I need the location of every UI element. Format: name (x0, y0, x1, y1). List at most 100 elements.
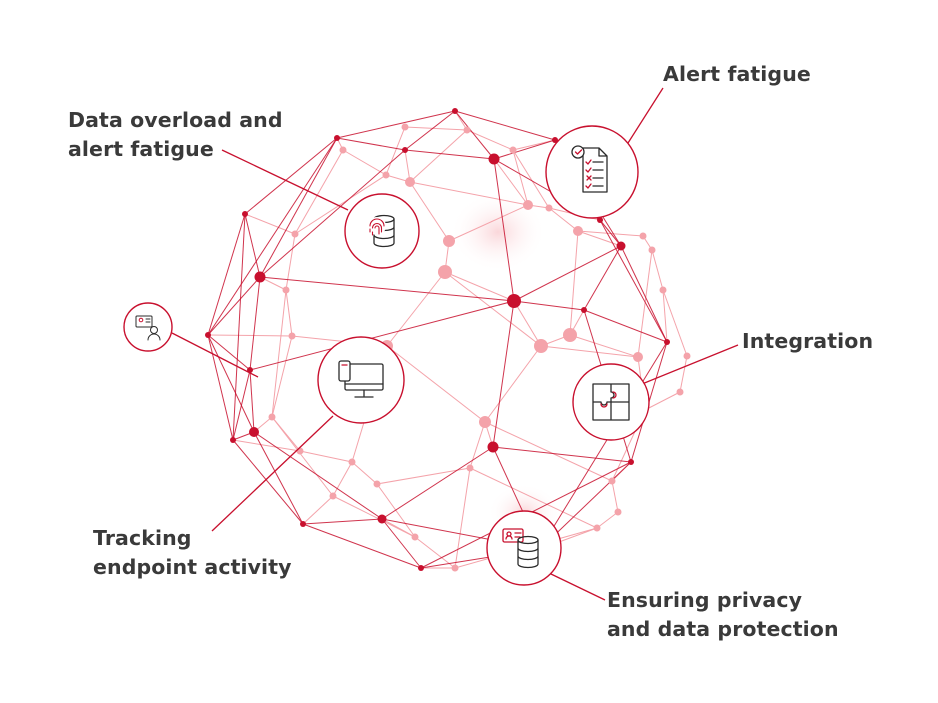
callout-leader-line (627, 87, 664, 144)
network-back-edge (302, 495, 334, 525)
network-front-edge (232, 439, 304, 525)
network-back-node (648, 246, 656, 254)
network-back-edge (285, 233, 296, 291)
network-back-node (608, 477, 616, 485)
callout-leader-line (550, 573, 606, 601)
network-front-node (628, 459, 634, 465)
network-back-edge (299, 450, 353, 463)
network-back-node (545, 204, 553, 212)
network-back-node (523, 200, 533, 210)
callout-icon-circles (123, 125, 650, 586)
network-front-edge (336, 137, 406, 151)
callout-label-privacy: Ensuring privacy and data protection (607, 588, 839, 641)
network-back-node (573, 226, 583, 236)
network-back-edge (493, 158, 529, 206)
network-front-node (507, 294, 521, 308)
network-front-node (300, 521, 306, 527)
network-back-node (268, 413, 276, 421)
callout-label-data-overload: Data overload and alert fatigue (68, 108, 283, 161)
network-back-node (443, 235, 455, 247)
callout-leader-line (221, 149, 349, 211)
callout-leader-line (641, 344, 739, 385)
network-back-edge (469, 421, 486, 469)
network-front-edge (249, 300, 515, 371)
network-front-edge (599, 219, 622, 247)
network-back-edge (409, 181, 529, 206)
network-back-edge (662, 289, 688, 357)
network-front-edge (404, 110, 456, 151)
network-back-edge (644, 391, 681, 411)
network-back-edge (540, 345, 639, 358)
network-back-node (509, 146, 517, 154)
network-back-edge (232, 439, 301, 452)
network-back-node (411, 533, 419, 541)
network-front-edge (492, 300, 515, 448)
fingerprint-database-icon (344, 193, 420, 269)
network-front-edge (249, 276, 261, 371)
network-back-edge (637, 249, 653, 358)
network-front-node (552, 137, 558, 143)
network-back-edge (513, 300, 542, 347)
network-front-node (205, 332, 211, 338)
network-back-node (639, 232, 647, 240)
network-back-edge (404, 149, 411, 183)
network-back-node (296, 447, 304, 455)
network-front-node (664, 339, 670, 345)
network-back-edge (332, 495, 416, 538)
network-back-edge (469, 467, 598, 529)
network-back-edge (596, 511, 619, 529)
network-back-node (382, 171, 390, 179)
network-back-node (463, 126, 471, 134)
network-back-edge (294, 149, 344, 235)
network-front-node (597, 217, 603, 223)
network-back-node (348, 458, 356, 466)
identity-badge-icon (123, 302, 173, 352)
network-back-edge (662, 289, 668, 343)
network-back-node (282, 286, 290, 294)
network-front-edge (492, 446, 632, 463)
network-back-node (534, 339, 548, 353)
network-front-edge (207, 334, 251, 371)
network-front-node (487, 441, 499, 453)
network-front-node (377, 514, 387, 524)
network-back-edge (342, 149, 387, 176)
callout-leader-line (171, 332, 259, 378)
network-front-edge (539, 341, 668, 550)
network-front-edge (404, 149, 495, 160)
network-back-edge (466, 129, 514, 151)
network-back-node (451, 564, 459, 572)
network-back-node (291, 230, 299, 238)
network-front-node (334, 135, 340, 141)
network-front-node (581, 307, 587, 313)
network-front-edge (207, 334, 234, 441)
network-front-node (249, 427, 259, 437)
network-front-edge (232, 213, 246, 441)
network-back-edge (404, 126, 468, 131)
network-back-edge (294, 174, 387, 235)
network-back-node (563, 328, 577, 342)
network-back-node (593, 524, 601, 532)
network-back-edge (611, 480, 619, 513)
network-back-edge (444, 271, 515, 302)
callout-leader-lines (171, 87, 739, 601)
network-back-edge (386, 271, 446, 347)
network-front-edge (599, 219, 668, 343)
network-front-edge (302, 523, 422, 569)
network-back-edge (409, 181, 450, 242)
network-front-edge (207, 213, 246, 336)
network-front-edge (302, 518, 383, 525)
network-front-edge (381, 518, 422, 569)
network-back-node (614, 508, 622, 516)
callout-leader-line (211, 415, 334, 532)
network-back-node (405, 177, 415, 187)
network-back-edge (512, 149, 550, 209)
network-back-nodes (268, 123, 691, 572)
network-back-edge (679, 355, 688, 393)
id-card-database-icon (486, 510, 562, 586)
network-back-edge (444, 271, 542, 347)
network-back-edge (414, 536, 456, 569)
network-front-edge (244, 137, 338, 215)
network-front-edge (207, 137, 338, 336)
network-back-node (659, 286, 667, 294)
network-front-edge (253, 431, 304, 525)
